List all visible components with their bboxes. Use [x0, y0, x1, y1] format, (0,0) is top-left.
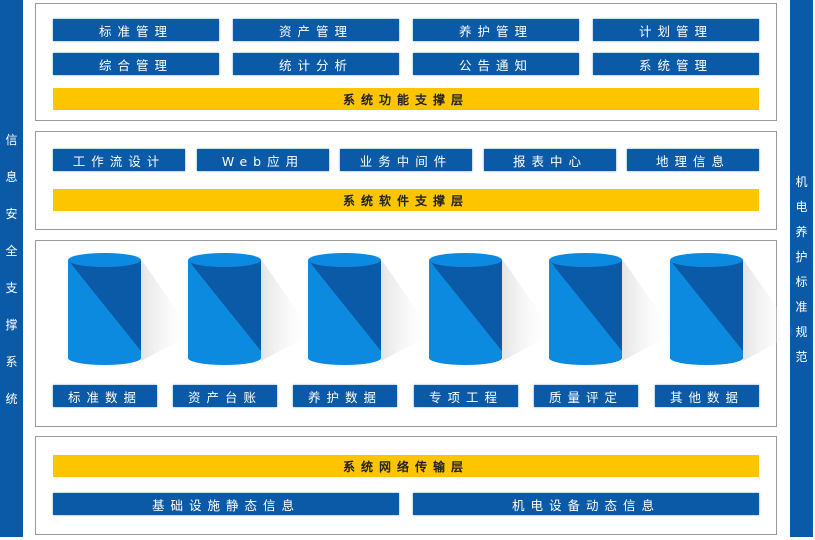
left-bar-char: 全: [5, 243, 18, 258]
database-cylinder-icon: [670, 253, 800, 368]
right-bar-char: 准: [795, 299, 808, 314]
software-module[interactable]: 工作流设计: [53, 149, 185, 171]
info-security-support-bar: 信息安全支撑系统: [0, 0, 23, 537]
left-bar-char: 息: [5, 169, 18, 184]
left-bar-char: 统: [5, 391, 18, 406]
left-bar-char: 撑: [5, 317, 18, 332]
network-layer-panel: [35, 436, 777, 535]
database-label[interactable]: 其他数据: [655, 385, 759, 407]
electromechanical-maintenance-standard-bar: 机电养护标准规范: [790, 0, 813, 537]
function-module[interactable]: 养护管理: [413, 19, 579, 41]
database-cylinder-icon: [188, 253, 318, 368]
right-bar-char: 规: [795, 324, 808, 339]
left-bar-char: 信: [5, 132, 18, 147]
right-bar-char: 标: [795, 274, 808, 289]
function-module[interactable]: 系统管理: [593, 53, 759, 75]
software-layer-title: 系统软件支撑层: [53, 189, 759, 211]
left-bar-char: 系: [5, 354, 18, 369]
database-label[interactable]: 专项工程: [414, 385, 518, 407]
function-module[interactable]: 计划管理: [593, 19, 759, 41]
database-label[interactable]: 标准数据: [53, 385, 157, 407]
network-module[interactable]: 机电设备动态信息: [413, 493, 759, 515]
network-layer-title: 系统网络传输层: [53, 455, 759, 477]
left-bar-char: 支: [5, 280, 18, 295]
right-bar-char: 护: [795, 249, 808, 264]
right-bar-char: 电: [795, 199, 808, 214]
software-module[interactable]: 业务中间件: [340, 149, 472, 171]
function-module[interactable]: 统计分析: [233, 53, 399, 75]
function-layer-title: 系统功能支撑层: [53, 88, 759, 110]
right-bar-char: 养: [795, 224, 808, 239]
network-module[interactable]: 基础设施静态信息: [53, 493, 399, 515]
right-bar-char: 范: [795, 349, 808, 364]
function-module[interactable]: 资产管理: [233, 19, 399, 41]
database-cylinder-icon: [68, 253, 198, 368]
database-cylinder-icon: [308, 253, 438, 368]
function-module[interactable]: 标准管理: [53, 19, 219, 41]
right-bar-char: 机: [795, 174, 808, 189]
database-label[interactable]: 质量评定: [534, 385, 638, 407]
software-layer-panel: [35, 131, 777, 230]
function-module[interactable]: 综合管理: [53, 53, 219, 75]
software-module[interactable]: Web应用: [197, 149, 329, 171]
database-cylinder-icon: [429, 253, 559, 368]
function-module[interactable]: 公告通知: [413, 53, 579, 75]
software-module[interactable]: 报表中心: [484, 149, 616, 171]
left-bar-char: 安: [5, 206, 18, 221]
database-label[interactable]: 养护数据: [293, 385, 397, 407]
software-module[interactable]: 地理信息: [627, 149, 759, 171]
database-cylinder-icon: [549, 253, 679, 368]
database-label[interactable]: 资产台账: [173, 385, 277, 407]
